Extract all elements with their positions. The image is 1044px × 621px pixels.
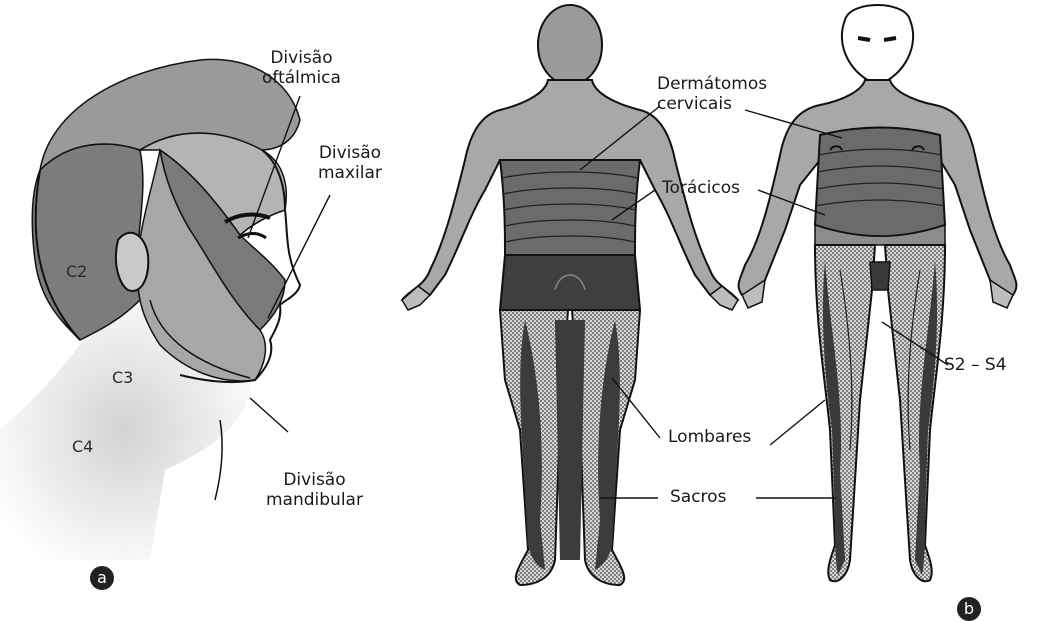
label-oftalmica-line2: oftálmica — [262, 68, 341, 88]
label-mandibular-line2: mandibular — [266, 490, 363, 510]
front-head — [842, 5, 913, 85]
segment-c3: C3 — [112, 368, 133, 387]
label-s2-s4: S2 – S4 — [944, 355, 1007, 375]
back-pelvis — [500, 255, 640, 310]
label-oftalmica-line1: Divisão — [262, 48, 341, 68]
segment-c2: C2 — [66, 262, 87, 281]
label-divisao-oftalmica: Divisão oftálmica — [262, 48, 341, 88]
label-divisao-maxilar: Divisão maxilar — [318, 143, 382, 183]
label-toracicos: Torácicos — [662, 178, 740, 198]
back-head — [538, 5, 602, 85]
panel-b-tag: b — [957, 597, 981, 621]
front-thoracic — [815, 128, 945, 237]
label-divisao-mandibular: Divisão mandibular — [266, 470, 363, 510]
label-lombares: Lombares — [668, 427, 751, 447]
ear — [116, 233, 148, 291]
label-mandibular-line1: Divisão — [266, 470, 363, 490]
segment-c4: C4 — [72, 437, 93, 456]
front-eye-left — [858, 38, 870, 40]
leader-mandibular — [250, 398, 288, 432]
label-cervicais-line2: cervicais — [657, 94, 767, 114]
front-eye-right — [884, 38, 896, 40]
label-dermatomos-cervicais: Dermátomos cervicais — [657, 74, 767, 114]
label-sacros: Sacros — [670, 487, 726, 507]
panel-a-tag: a — [90, 566, 114, 590]
label-maxilar-line2: maxilar — [318, 163, 382, 183]
eye — [238, 234, 266, 239]
label-cervicais-line1: Dermátomos — [657, 74, 767, 94]
leader-lombares-front — [770, 400, 825, 445]
front-genitals — [870, 262, 890, 290]
label-maxilar-line1: Divisão — [318, 143, 382, 163]
back-inner-strip — [555, 320, 585, 560]
front-view-body — [739, 5, 1017, 581]
